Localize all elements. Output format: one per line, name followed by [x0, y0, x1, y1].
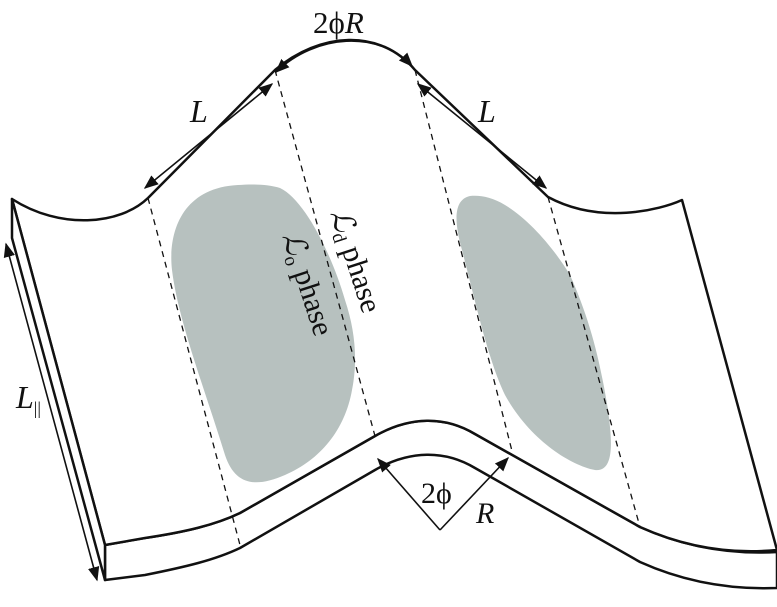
segment-right-arrow	[416, 83, 548, 189]
segment-left-arrow	[143, 83, 274, 189]
dashed-boundary-4	[547, 196, 641, 528]
angle-label: 2ϕ	[421, 477, 452, 510]
lo-domain-right	[456, 195, 611, 471]
length-parallel-arrow	[3, 242, 100, 582]
arc-length-arrow	[274, 40, 413, 73]
membrane-top-surface	[10, 38, 777, 553]
segment-left-label: L	[189, 93, 208, 129]
angle-arrow-right	[439, 456, 509, 531]
segment-right-label: L	[477, 93, 496, 129]
arc-length-label: 2ϕR	[313, 5, 364, 40]
lo-domain-left	[171, 184, 356, 483]
radius-label: R	[475, 497, 494, 530]
dashed-boundary-2	[274, 69, 376, 437]
length-parallel-label: L||	[15, 379, 41, 418]
angle-arrow-left	[377, 457, 441, 531]
dashed-boundary-1	[147, 197, 241, 546]
